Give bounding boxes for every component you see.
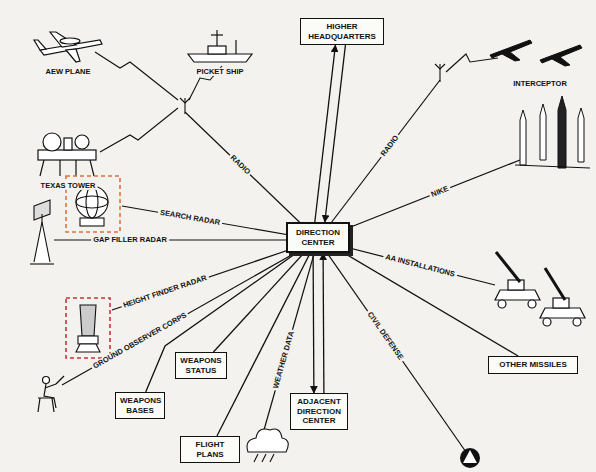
nike-missile (515, 96, 590, 168)
antenna (435, 64, 445, 69)
texas-tower (38, 133, 96, 176)
interceptor (490, 40, 582, 66)
weapons-status-box: WEAPONS STATUS (175, 352, 227, 379)
connector (344, 253, 518, 356)
highlight-box (66, 298, 110, 358)
line-label: SEARCH RADAR (157, 208, 222, 227)
other-missiles-box: OTHER MISSILES (488, 356, 578, 374)
connector (315, 45, 336, 222)
weapons-bases-box: WEAPONS BASES (115, 392, 165, 419)
headquarters-box: HIGHER HEADQUARTERS (300, 18, 384, 45)
connector (312, 253, 314, 393)
antenna (180, 98, 190, 103)
picture-label: INTERCEPTOR (511, 80, 569, 88)
line-label: WEATHER DATA (271, 329, 296, 392)
radio-link (446, 54, 498, 72)
box-text: OTHER MISSILES (493, 360, 573, 370)
radio-link (100, 108, 178, 152)
aa-gun (495, 252, 585, 326)
line-label: AA INSTALLATIONS (382, 253, 457, 280)
picket-ship (188, 30, 252, 62)
line-label: HEIGHT FINDER RADAR (120, 273, 209, 310)
direction-center-box: DIRECTION CENTER (286, 222, 350, 253)
line-label: NIKE (428, 184, 451, 200)
box-text: DIRECTION CENTER (292, 228, 344, 247)
line-label: RADIO (378, 132, 402, 159)
line-label: GAP FILLER RADAR (91, 236, 169, 244)
line-label: CIVIL DEFENSE (364, 309, 405, 363)
weather-cloud (247, 429, 288, 462)
picture-label: TEXAS TOWER (39, 182, 98, 190)
line-label: RADIO (227, 152, 253, 178)
picture-label: PICKET SHIP (194, 68, 245, 76)
picture-label: AEW PLANE (44, 68, 93, 76)
ground-observer (38, 376, 64, 412)
antenna (439, 64, 440, 82)
box-text: WEAPONS STATUS (180, 356, 222, 375)
box-text: FLIGHT PLANS (185, 440, 235, 459)
box-text: HIGHER HEADQUARTERS (305, 22, 379, 41)
height-finder-radar (76, 305, 100, 352)
flight-plans-box: FLIGHT PLANS (180, 436, 240, 463)
search-radar (76, 186, 108, 226)
box-text: ADJACENT DIRECTION CENTER (295, 397, 343, 426)
box-text: WEAPONS BASES (120, 396, 160, 415)
radio-link (95, 52, 178, 100)
adjacent-center-box: ADJACENT DIRECTION CENTER (290, 393, 348, 430)
aew-plane (34, 32, 102, 62)
connector (325, 45, 346, 222)
civil-defense-symbol (460, 448, 480, 468)
antenna (184, 98, 185, 114)
gap-filler-radar (30, 200, 54, 264)
connector (322, 253, 324, 393)
